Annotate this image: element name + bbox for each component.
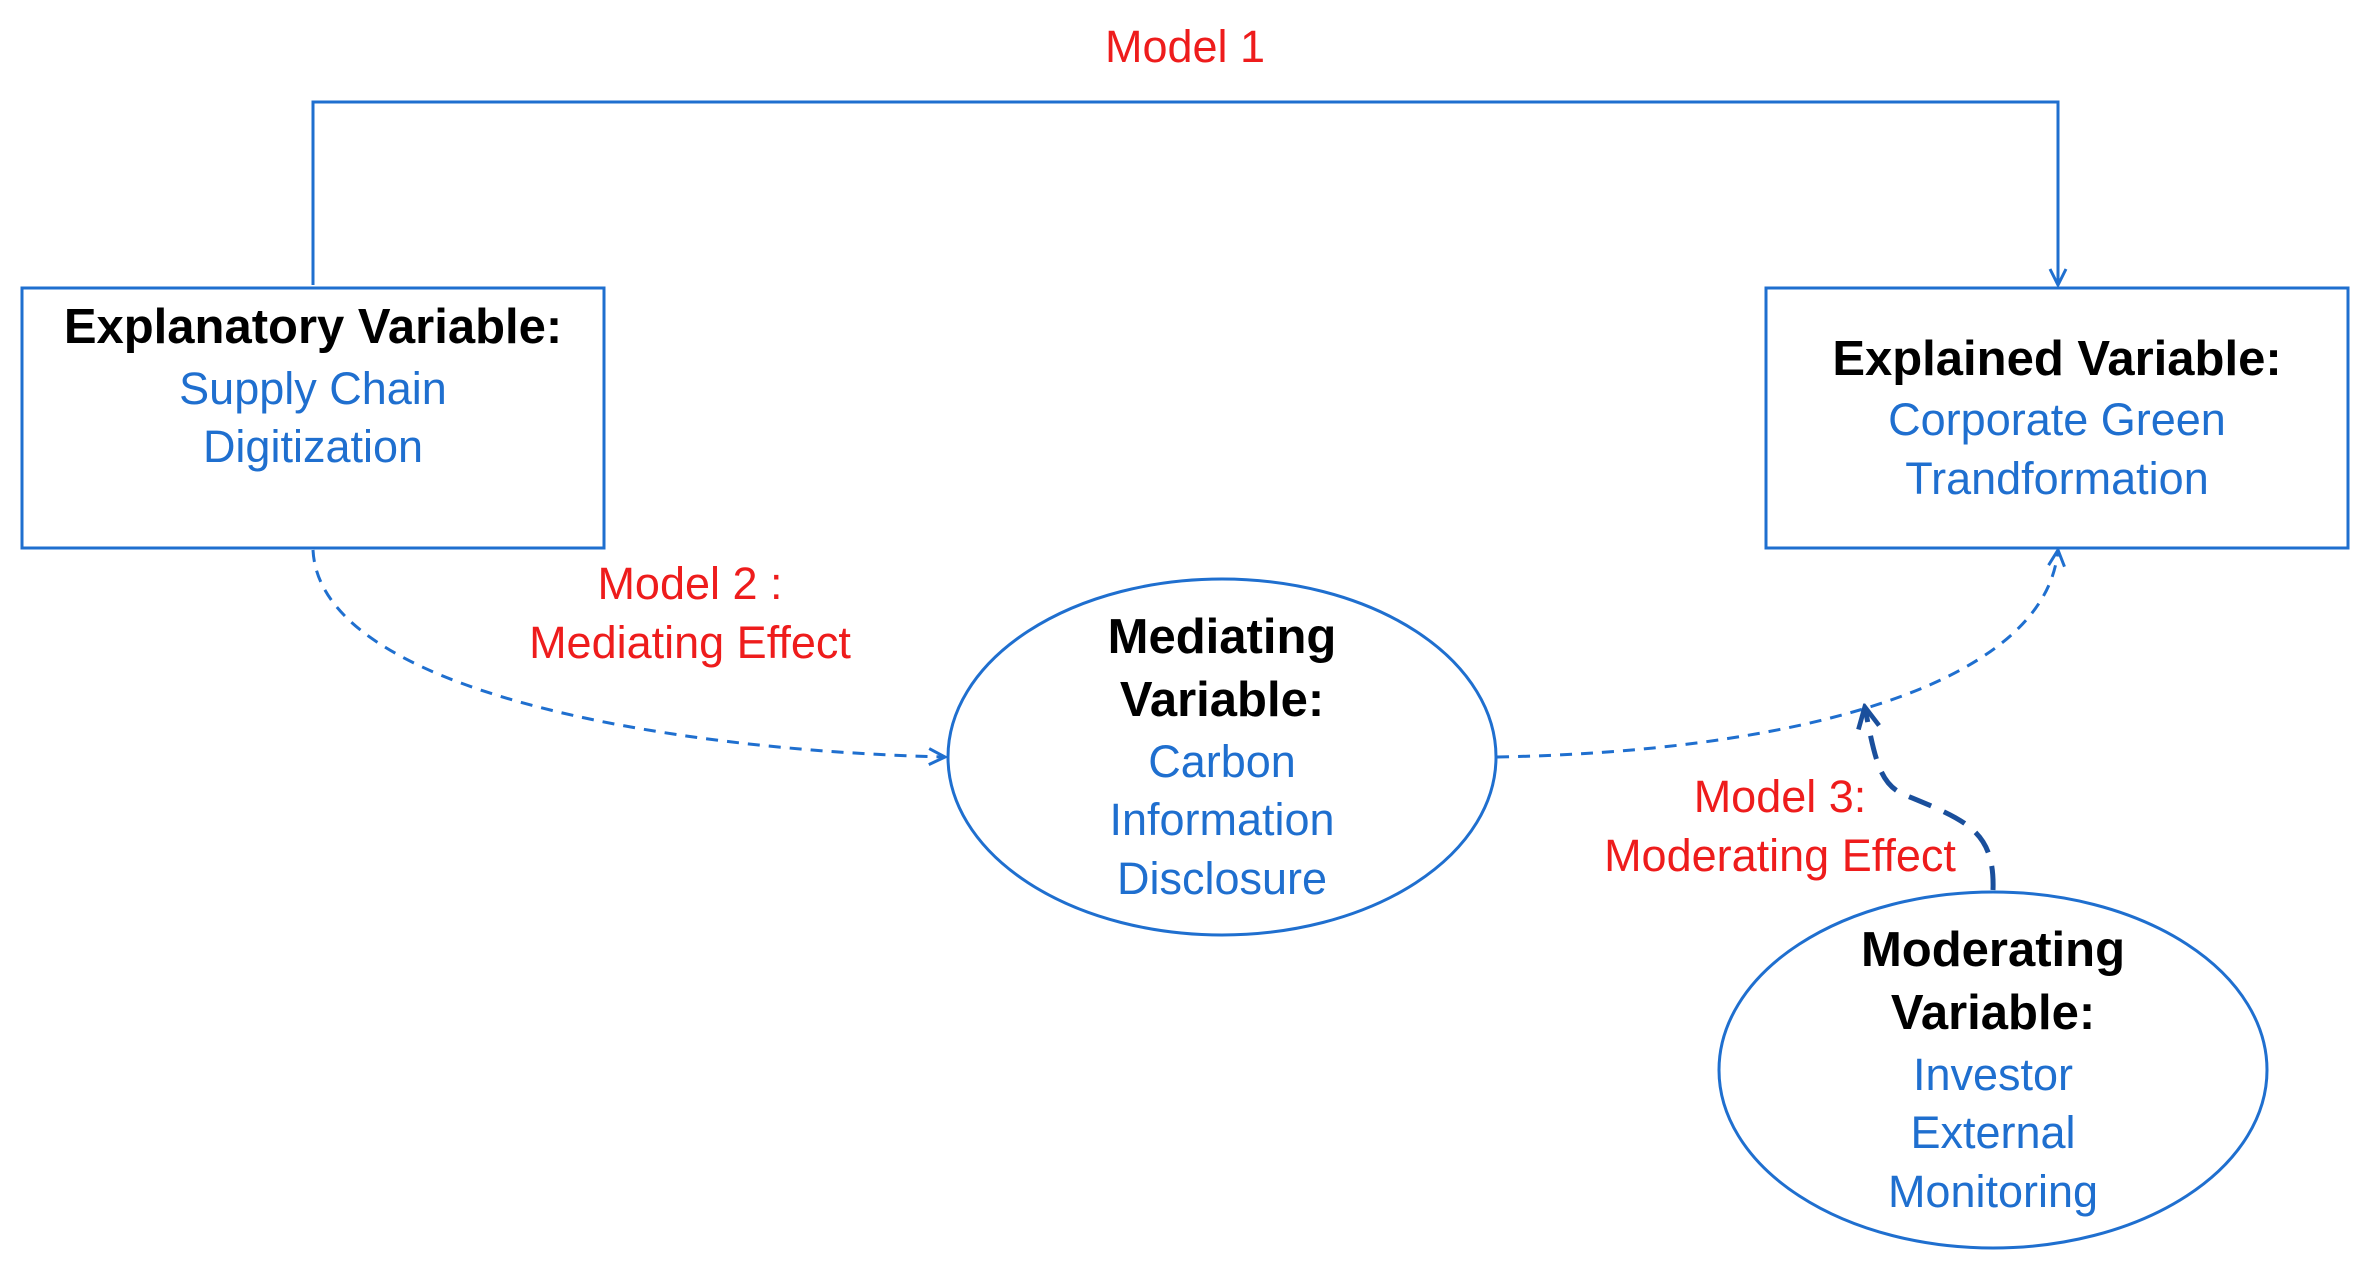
mediating-value-line2: Information	[1109, 794, 1335, 846]
mediating-variable-text: Mediating Variable: Carbon Information D…	[948, 579, 1496, 935]
explanatory-variable-text: Explanatory Variable: Supply Chain Digit…	[22, 288, 604, 496]
explained-heading: Explained Variable:	[1832, 331, 2282, 386]
moderating-value-line1: Investor	[1912, 1048, 2074, 1100]
mediating-variable-ellipse	[946, 577, 1498, 937]
model1-path-arrow	[311, 100, 2058, 285]
explanatory-heading: Explanatory Variable:	[63, 300, 563, 354]
moderating-value-line3: Monitoring	[1887, 1165, 2099, 1217]
model3-label-line2: Moderating Effect	[1604, 829, 1956, 881]
model2-label-line2: Mediating Effect	[529, 616, 851, 668]
model3-label: Model 3: Moderating Effect	[1545, 768, 2015, 885]
mediating-heading-line1: Mediating	[1107, 609, 1337, 664]
explanatory-variable-box	[20, 286, 606, 550]
model1-label: Model 1	[1104, 21, 1266, 72]
model3-moderating-arrow	[1865, 708, 1996, 891]
model2-label-line1: Model 2 :	[597, 558, 783, 609]
explanatory-value-line2: Digitization	[202, 421, 424, 473]
moderating-heading-line2: Variable:	[1890, 986, 2096, 1041]
model2-path-arrow	[311, 549, 945, 757]
model3-label-line1: Model 3:	[1693, 771, 1867, 822]
explained-variable-box	[1764, 286, 2350, 550]
explanatory-value-line1: Supply Chain	[179, 362, 447, 414]
moderating-heading-line1: Moderating	[1860, 922, 2126, 977]
model2-label: Model 2 : Mediating Effect	[460, 555, 920, 672]
mediating-heading-line2: Variable:	[1119, 673, 1325, 728]
explained-value-line1: Corporate Green	[1888, 394, 2226, 446]
explained-value-line2: Trandformation	[1905, 452, 2209, 504]
explained-variable-text: Explained Variable: Corporate Green Tran…	[1766, 288, 2348, 548]
mediating-value-line3: Disclosure	[1116, 852, 1328, 904]
mediating-value-line1: Carbon	[1148, 735, 1296, 787]
moderating-variable-text: Moderating Variable: Investor External M…	[1719, 892, 2267, 1248]
mediating-to-explained-arrow	[1496, 550, 2058, 759]
moderating-variable-ellipse	[1717, 890, 2269, 1250]
moderating-value-line2: External	[1910, 1107, 2076, 1159]
